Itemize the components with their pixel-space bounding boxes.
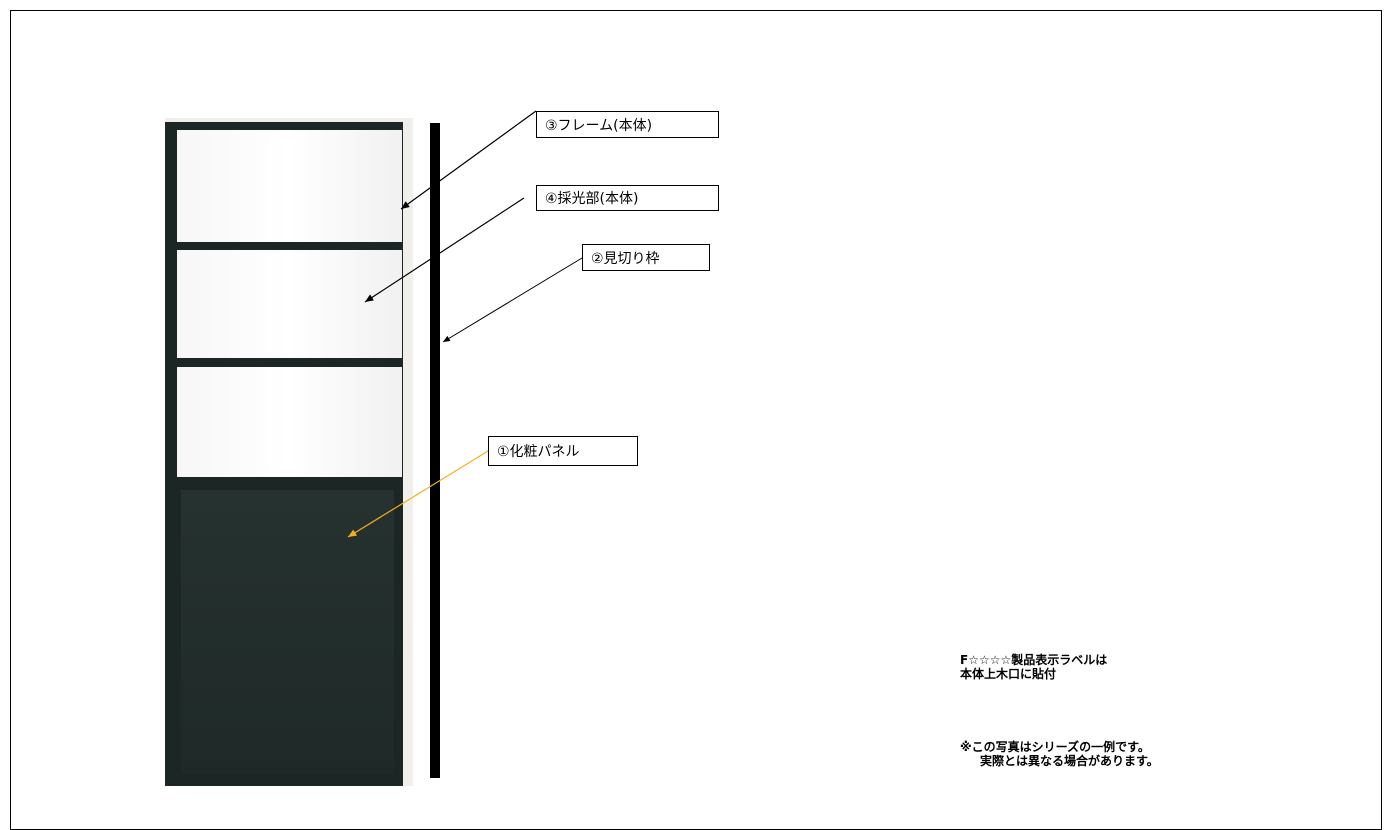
mikiri-frame-bar bbox=[430, 123, 440, 778]
door-illustration bbox=[165, 118, 413, 786]
decorative-panel bbox=[181, 490, 394, 774]
label-decorative-panel: ①化粧パネル bbox=[488, 436, 638, 466]
label-lighting-part: ④採光部(本体) bbox=[536, 185, 719, 211]
note-product-label-line1: F☆☆☆☆製品表示ラベルは bbox=[960, 653, 1108, 667]
note-photo-line1: ※この写真はシリーズの一例です。 bbox=[960, 740, 1150, 754]
note-product-label: F☆☆☆☆製品表示ラベルは 本体上木口に貼付 bbox=[960, 653, 1107, 681]
label-mikiri-frame: ②見切り枠 bbox=[582, 244, 710, 271]
arrow-mikiri bbox=[442, 257, 583, 343]
glass-pane-lower bbox=[177, 367, 402, 477]
arrow-lighting bbox=[364, 197, 525, 303]
note-photo-disclaimer: ※この写真はシリーズの一例です。 実際とは異なる場合があります。 bbox=[960, 740, 1159, 768]
label-frame: ③フレーム(本体) bbox=[536, 111, 719, 138]
note-product-label-line2: 本体上木口に貼付 bbox=[960, 667, 1057, 681]
glass-pane-top bbox=[177, 130, 402, 242]
note-photo-line2: 実際とは異なる場合があります。 bbox=[980, 754, 1159, 768]
arrow-frame bbox=[400, 110, 537, 210]
arrow-panel bbox=[347, 450, 489, 538]
door-frame-body bbox=[165, 122, 403, 786]
glass-pane-middle bbox=[177, 250, 402, 358]
